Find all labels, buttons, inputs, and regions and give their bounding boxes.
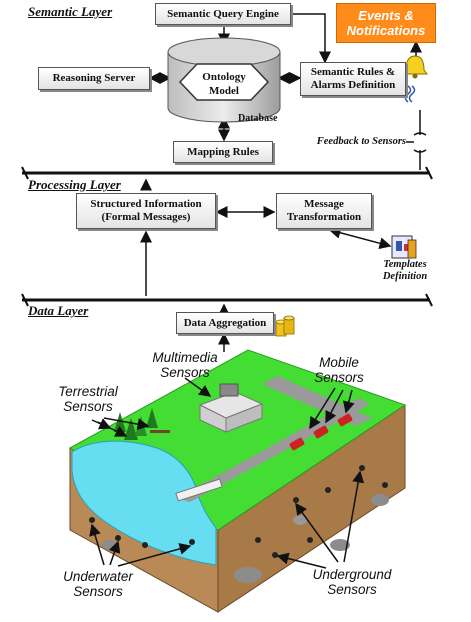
multimedia-line1: Multimedia xyxy=(152,350,218,365)
multimedia-sensors-label: Multimedia Sensors xyxy=(140,350,230,380)
message-transformation-box: Message Transformation xyxy=(276,193,372,229)
events-notifications-box: Events & Notifications xyxy=(336,3,436,43)
mapping-rules-box: Mapping Rules xyxy=(173,141,273,163)
multimedia-line2: Sensors xyxy=(160,365,210,380)
reasoning-server-box: Reasoning Server xyxy=(38,67,150,90)
underground-line2: Sensors xyxy=(327,582,377,597)
underground-line1: Underground xyxy=(312,567,392,582)
semantic-layer-title: Semantic Layer xyxy=(28,4,113,19)
feedback-signal-icon xyxy=(404,85,416,103)
message-transformation-line1: Message xyxy=(304,198,344,210)
semantic-rules-box: Semantic Rules & Alarms Definition xyxy=(300,62,406,96)
semantic-rules-line2: Alarms Definition xyxy=(310,79,396,91)
feedback-to-sensors-label: Feedback to Sensors xyxy=(316,136,406,147)
processing-connectors xyxy=(140,206,392,352)
templates-definition-label: Templates Definition xyxy=(374,259,436,283)
templates-line1: Templates xyxy=(383,259,427,270)
terrain-illustration xyxy=(68,349,407,613)
events-line1: Events & xyxy=(358,8,414,23)
structured-info-line1: Structured Information xyxy=(90,198,202,210)
underwater-line1: Underwater xyxy=(63,569,133,584)
terrestrial-line1: Terrestrial xyxy=(58,384,118,399)
underground-sensors-label: Underground Sensors xyxy=(300,567,404,597)
terrestrial-sensors-label: Terrestrial Sensors xyxy=(46,384,130,414)
semantic-query-engine-box: Semantic Query Engine xyxy=(155,3,291,25)
message-transformation-line2: Transformation xyxy=(286,211,362,223)
mobile-line2: Sensors xyxy=(314,370,364,385)
structured-information-box: Structured Information (Formal Messages) xyxy=(76,193,216,229)
layer-separators xyxy=(21,166,433,307)
processing-layer-title: Processing Layer xyxy=(28,177,121,192)
mobile-line1: Mobile xyxy=(319,355,359,370)
ontology-database-cylinder xyxy=(167,37,281,123)
data-layer-title: Data Layer xyxy=(28,303,89,318)
terrain-callouts xyxy=(89,377,365,569)
structured-info-line2: (Formal Messages) xyxy=(101,211,191,223)
bell-icon xyxy=(402,55,428,79)
terrestrial-line2: Sensors xyxy=(63,399,113,414)
data-aggregation-box: Data Aggregation xyxy=(176,312,274,334)
mobile-sensors-label: Mobile Sensors xyxy=(300,355,378,385)
semantic-rules-line1: Semantic Rules & xyxy=(310,66,396,78)
underwater-sensors-label: Underwater Sensors xyxy=(52,569,144,599)
aggregation-database-icon xyxy=(275,315,295,337)
database-label: Database xyxy=(238,113,278,124)
templates-icon xyxy=(391,235,417,259)
underwater-line2: Sensors xyxy=(73,584,123,599)
templates-line2: Definition xyxy=(382,271,428,282)
events-line2: Notifications xyxy=(346,23,426,38)
